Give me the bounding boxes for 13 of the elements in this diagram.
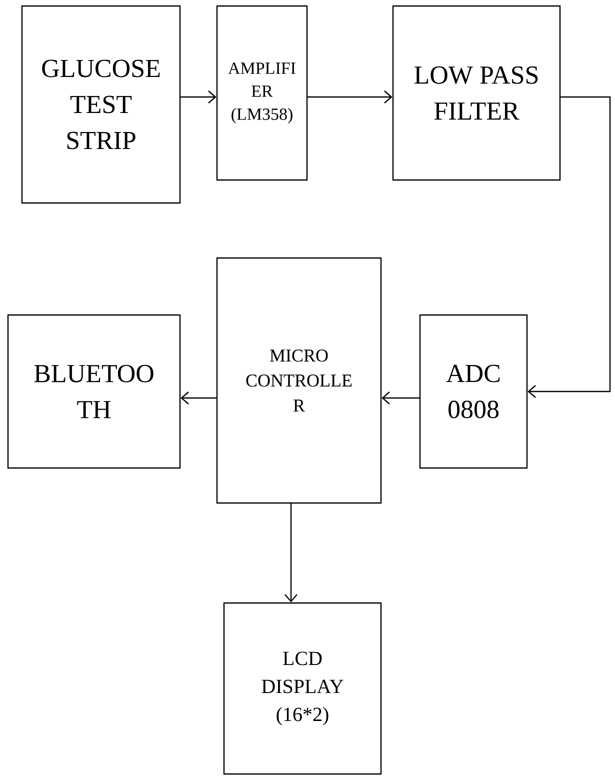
- arrow: [308, 90, 392, 104]
- arrow: [180, 90, 216, 104]
- block-box: LOW PASS FILTER: [392, 5, 561, 181]
- block-box: AMPLIFI ER (LM358): [216, 5, 308, 181]
- block-box: MICRO CONTROLLE R: [216, 257, 382, 504]
- arrow: [382, 392, 420, 404]
- arrow: [528, 96, 611, 398]
- block-box: BLUETOO TH: [7, 314, 181, 469]
- block-box: LCD DISPLAY (16*2): [223, 602, 382, 775]
- block-box: ADC 0808: [419, 314, 528, 469]
- arrow: [180, 392, 216, 404]
- block-box: GLUCOSE TEST STRIP: [21, 5, 181, 204]
- arrow: [284, 504, 298, 602]
